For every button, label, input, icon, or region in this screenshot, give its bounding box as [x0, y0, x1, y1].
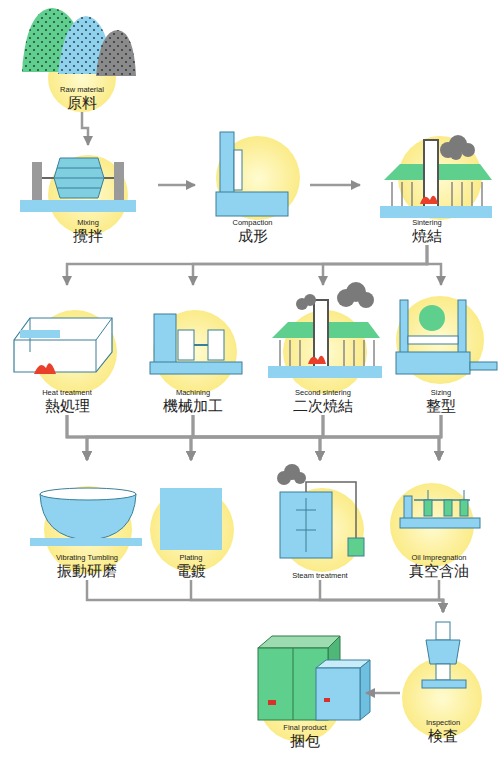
process-step: Final product捆包 [244, 625, 366, 750]
chinese-label: 攪拌 [73, 227, 103, 245]
english-label: Compaction [232, 218, 272, 227]
step-labels: Inspection検査 [400, 718, 486, 745]
flow-arrow [310, 184, 360, 187]
process-step: Sintering焼結 [360, 122, 494, 245]
process-step: Plating電鍍 [150, 460, 232, 580]
step-labels: Second sintering二次焼結 [264, 388, 382, 415]
english-label: Oil Impregnation [411, 553, 466, 562]
flow-arrow [193, 245, 427, 285]
step-labels: Plating電鍍 [150, 553, 232, 580]
step-labels: Oil Impregnation真空含油 [386, 553, 492, 580]
press-icon [216, 132, 288, 216]
chinese-label: 成形 [238, 227, 268, 245]
process-step: Sizing整型 [388, 285, 494, 415]
flow-arrow [439, 415, 441, 460]
flow-arrow [87, 580, 443, 612]
english-label: Machining [176, 388, 210, 397]
step-labels: Sizing整型 [388, 388, 494, 415]
english-label: Heat treatment [42, 388, 92, 397]
chinese-label: 検査 [428, 727, 458, 745]
process-step: Vibrating Tumbling振動研磨 [28, 460, 146, 580]
step-labels: Mixing攪拌 [18, 218, 158, 245]
furnace-icon [380, 135, 492, 218]
chinese-label: 原料 [67, 94, 97, 112]
sizing-press-icon [396, 300, 497, 374]
step-labels: Raw material原料 [22, 85, 142, 112]
chinese-label: 整型 [426, 397, 456, 415]
process-step: Inspection検査 [400, 612, 486, 745]
flow-arrow [158, 184, 195, 187]
step-labels: Final product捆包 [244, 723, 366, 750]
step-labels: Compaction成形 [195, 218, 310, 245]
lathe-icon [150, 314, 242, 374]
chinese-label: 焼結 [412, 227, 442, 245]
chinese-label: 熱処理 [45, 397, 90, 415]
second-furnace-icon [268, 282, 382, 378]
yellow-disc [33, 44, 484, 742]
mixer-icon [20, 158, 136, 212]
step-labels: Machining機械加工 [140, 388, 246, 415]
process-step: Oil Impregnation真空含油 [386, 460, 492, 580]
steam-tank-icon [277, 464, 364, 558]
step-labels: Sintering焼結 [360, 218, 494, 245]
flow-arrow [82, 112, 88, 145]
flow-arrow [191, 415, 441, 460]
impregnation-tank-icon [400, 490, 480, 528]
microscope-icon [422, 622, 466, 688]
flow-arrow [320, 415, 441, 460]
english-label: Mixing [77, 218, 99, 227]
process-step: Raw material原料 [22, 2, 142, 112]
tumbling-bowl-icon [30, 488, 142, 546]
flow-arrow [439, 580, 443, 612]
packed-boxes-icon [258, 636, 370, 720]
english-label: Vibrating Tumbling [56, 553, 118, 562]
flow-arrow [320, 580, 443, 612]
process-step: Second sintering二次焼結 [264, 285, 382, 415]
step-labels: Steam treatment [264, 571, 376, 580]
chinese-label: 振動研磨 [57, 562, 117, 580]
flow-arrow [366, 692, 400, 695]
heat-furnace-icon [14, 318, 112, 374]
step-labels: Heat treatment熱処理 [8, 388, 126, 415]
process-step: Heat treatment熱処理 [8, 285, 126, 415]
raw-material-piles [22, 8, 136, 76]
flow-arrow [191, 580, 443, 612]
english-label: Second sintering [295, 388, 351, 397]
plating-bath-icon [160, 488, 222, 550]
chinese-label: 電鍍 [176, 562, 206, 580]
english-label: Final product [283, 723, 326, 732]
chinese-label: 機械加工 [163, 397, 223, 415]
chinese-label: 捆包 [290, 732, 320, 750]
english-label: Sizing [431, 388, 451, 397]
english-label: Sintering [412, 218, 442, 227]
english-label: Steam treatment [292, 571, 347, 580]
english-label: Inspection [426, 718, 460, 727]
flow-arrow [427, 245, 441, 285]
process-step: Steam treatment [264, 460, 376, 580]
flow-arrow [67, 245, 427, 285]
chinese-label: 真空含油 [409, 562, 469, 580]
step-labels: Vibrating Tumbling振動研磨 [28, 553, 146, 580]
english-label: Plating [180, 553, 203, 562]
flow-arrow [87, 415, 441, 460]
flow-arrow [323, 245, 427, 285]
process-step: Mixing攪拌 [18, 145, 158, 245]
chinese-label: 二次焼結 [293, 397, 353, 415]
process-step: Compaction成形 [195, 125, 310, 245]
process-step: Machining機械加工 [140, 285, 246, 415]
english-label: Raw material [60, 85, 104, 94]
